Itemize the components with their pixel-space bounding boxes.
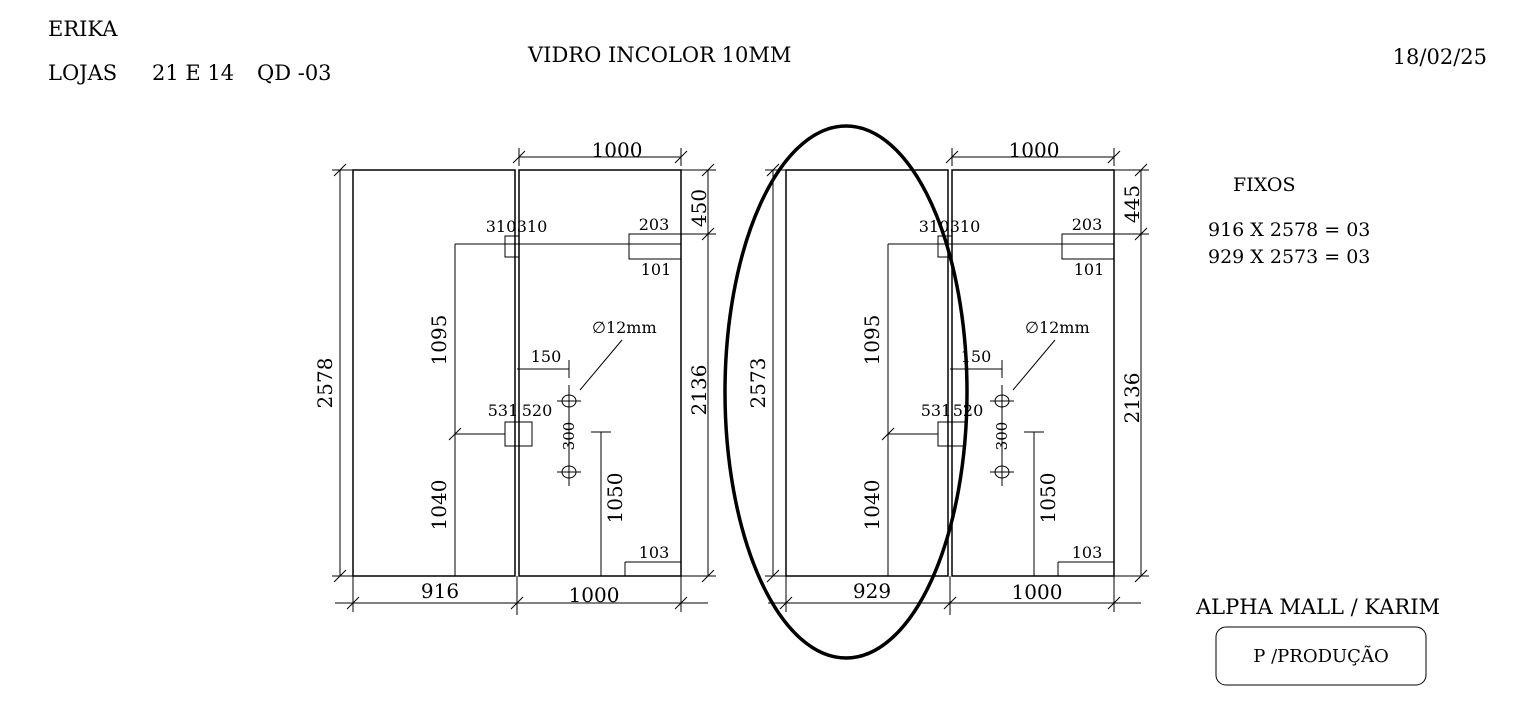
highlight-oval bbox=[723, 124, 969, 660]
left-hole-spacing: 300 bbox=[560, 422, 578, 451]
left-top-width: 1000 bbox=[592, 138, 643, 162]
right-hinge-mid-left: 531 bbox=[921, 401, 952, 420]
left-handle-height: 1050 bbox=[603, 473, 627, 524]
left-upper-height: 1095 bbox=[427, 315, 451, 366]
right-upper-height: 1095 bbox=[860, 315, 884, 366]
left-right-height: 2136 bbox=[687, 365, 711, 416]
project-name: ALPHA MALL / KARIM bbox=[1195, 595, 1440, 619]
left-hinge-top-right: 310 bbox=[517, 217, 548, 236]
left-hinge-mid-left: 531 bbox=[488, 401, 519, 420]
left-hinge-mid-right: 520 bbox=[522, 401, 553, 420]
right-right-height: 2136 bbox=[1120, 373, 1144, 424]
left-bottom-left-width: 916 bbox=[421, 579, 459, 603]
fixos-line-1: 916 X 2578 = 03 bbox=[1208, 219, 1370, 241]
right-hole-diameter: ∅12mm bbox=[1025, 318, 1090, 337]
right-bottom-right-width: 1000 bbox=[1012, 580, 1063, 604]
right-hinge-top-right: 310 bbox=[950, 217, 981, 236]
left-lock-101: 101 bbox=[641, 260, 672, 279]
right-total-height: 2573 bbox=[746, 358, 770, 409]
left-top-right-height: 450 bbox=[687, 189, 711, 227]
left-hole-diameter: ∅12mm bbox=[592, 318, 657, 337]
left-hole-offset: 150 bbox=[531, 347, 562, 366]
material-title: VIDRO INCOLOR 10MM bbox=[527, 43, 791, 67]
right-hole-offset: 150 bbox=[961, 347, 992, 366]
right-hole-spacing: 300 bbox=[993, 422, 1011, 451]
left-bottom-right-width: 1000 bbox=[569, 583, 620, 607]
left-panel-drawing bbox=[332, 148, 716, 615]
right-lock-101: 101 bbox=[1074, 260, 1105, 279]
date: 18/02/25 bbox=[1393, 45, 1487, 69]
lojas-label: LOJAS bbox=[48, 61, 117, 85]
right-bottom-corner: 103 bbox=[1072, 543, 1103, 562]
fixos-title: FIXOS bbox=[1233, 174, 1295, 196]
production-stamp-box bbox=[1215, 626, 1427, 686]
right-lower-height: 1040 bbox=[860, 480, 884, 531]
right-handle-height: 1050 bbox=[1036, 473, 1060, 524]
left-bottom-corner: 103 bbox=[639, 543, 670, 562]
right-top-width: 1000 bbox=[1009, 138, 1060, 162]
right-lock-203: 203 bbox=[1072, 215, 1103, 234]
production-stamp: P /PRODUÇÃO bbox=[1253, 645, 1388, 667]
quantity-code: QD -03 bbox=[257, 61, 332, 85]
left-lower-height: 1040 bbox=[427, 480, 451, 531]
lojas-numbers: 21 E 14 bbox=[152, 61, 234, 85]
right-panel-drawing bbox=[765, 148, 1149, 615]
client-name: ERIKA bbox=[48, 17, 118, 41]
right-top-right-height: 445 bbox=[1120, 185, 1144, 223]
fixos-line-2: 929 X 2573 = 03 bbox=[1208, 246, 1370, 268]
right-bottom-left-width: 929 bbox=[853, 579, 891, 603]
left-total-height: 2578 bbox=[313, 358, 337, 409]
left-lock-203: 203 bbox=[639, 215, 670, 234]
left-hinge-top-left: 310 bbox=[486, 217, 517, 236]
